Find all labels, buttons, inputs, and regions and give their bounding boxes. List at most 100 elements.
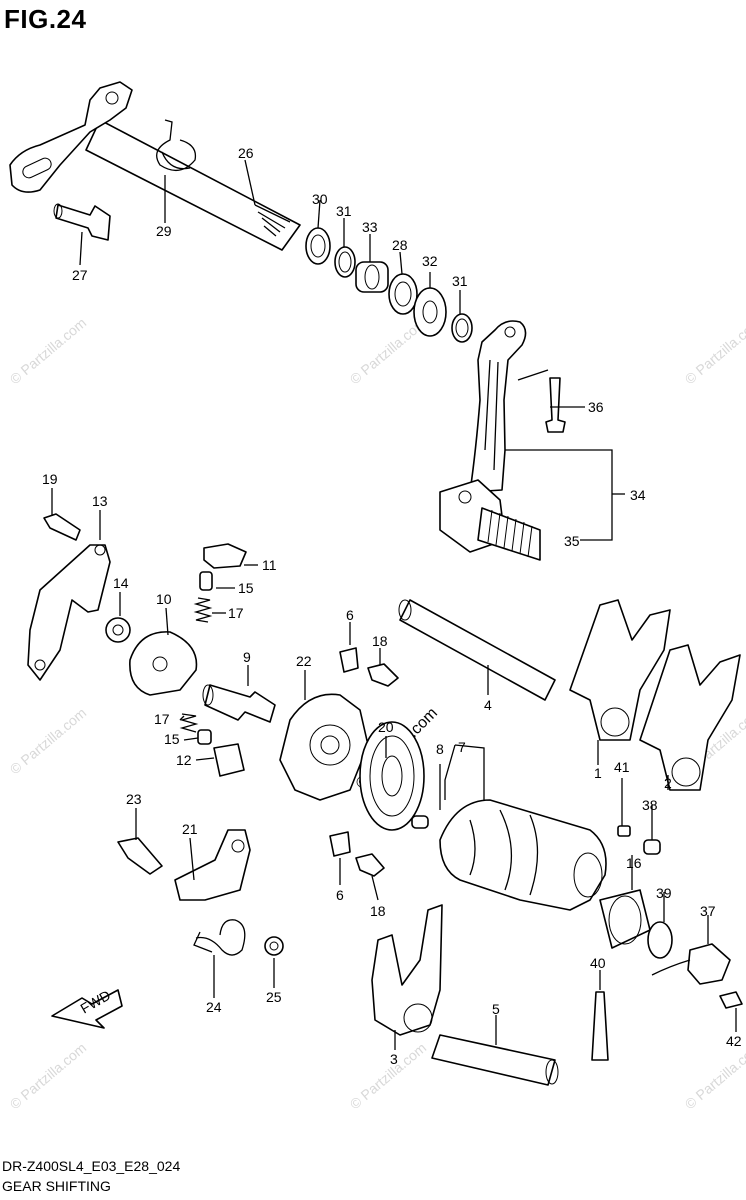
arm-stopper-bolt bbox=[55, 204, 111, 241]
callout-19: 19 bbox=[42, 471, 58, 487]
callout-39: 39 bbox=[656, 885, 672, 901]
lever-tip-rubber bbox=[477, 507, 541, 561]
screw-18a bbox=[367, 663, 399, 687]
gearshift-shaft bbox=[85, 119, 301, 251]
fwd-arrow: FWD bbox=[51, 987, 123, 1029]
callout-29: 29 bbox=[156, 223, 172, 239]
shift-fork-2 bbox=[639, 644, 741, 791]
callout-6: 6 bbox=[336, 887, 344, 903]
callout-28: 28 bbox=[392, 237, 408, 253]
shift-fork-1 bbox=[569, 599, 671, 741]
watermark: © Partzilla.com bbox=[682, 314, 746, 387]
lower-left-parts bbox=[117, 829, 284, 956]
leader-lines bbox=[51, 159, 737, 1050]
watermark: © Partzilla.com bbox=[347, 1039, 430, 1112]
circlip-31a bbox=[334, 246, 356, 278]
callout-18: 18 bbox=[372, 633, 388, 649]
callout-17: 17 bbox=[154, 711, 170, 727]
callout-7: 7 bbox=[458, 739, 466, 755]
gearshift-lever-assembly bbox=[439, 320, 566, 561]
watermark: © Partzilla.com bbox=[7, 704, 90, 777]
callout-41: 41 bbox=[614, 759, 630, 775]
bolt-23 bbox=[117, 837, 163, 875]
lever-bolt bbox=[545, 377, 566, 433]
callout-9: 9 bbox=[243, 649, 251, 665]
callout-31: 31 bbox=[336, 203, 352, 219]
collar-14 bbox=[105, 617, 131, 643]
callout-10: 10 bbox=[156, 591, 172, 607]
gearshift-shaft-assembly bbox=[9, 81, 473, 343]
pawl-12 bbox=[213, 743, 245, 777]
callout-35: 35 bbox=[564, 533, 580, 549]
callout-5: 5 bbox=[492, 1001, 500, 1017]
return-spring bbox=[156, 119, 197, 172]
callout-24: 24 bbox=[206, 999, 222, 1015]
washer-25 bbox=[264, 936, 284, 956]
callout-37: 37 bbox=[700, 903, 716, 919]
callout-15: 15 bbox=[238, 580, 254, 596]
screw-19 bbox=[43, 513, 81, 541]
callout-34: 34 bbox=[630, 487, 646, 503]
callout-labels: 1 2 3 4 5 6 6 7 8 9 10 11 12 13 14 15 15… bbox=[42, 145, 742, 1067]
callout-21: 21 bbox=[182, 821, 198, 837]
pin-41 bbox=[617, 825, 631, 837]
shift-cam-group bbox=[279, 647, 607, 911]
bolt-42 bbox=[719, 991, 743, 1009]
callout-26: 26 bbox=[238, 145, 254, 161]
fork-shaft-4 bbox=[399, 599, 556, 701]
callout-1: 1 bbox=[594, 765, 602, 781]
callout-32: 32 bbox=[422, 253, 438, 269]
callout-17: 17 bbox=[228, 605, 244, 621]
callout-20: 20 bbox=[378, 719, 394, 735]
callout-15: 15 bbox=[164, 731, 180, 747]
callout-16: 16 bbox=[626, 855, 642, 871]
watermark: © Partzilla.com bbox=[7, 1039, 90, 1112]
watermark: © Partzilla.com bbox=[682, 1039, 746, 1112]
spring-24 bbox=[193, 919, 246, 956]
washer-30 bbox=[305, 227, 331, 265]
callout-27: 27 bbox=[72, 267, 88, 283]
spring-17a bbox=[193, 597, 213, 623]
shift-fork-3 bbox=[371, 904, 443, 1036]
gear-cam-plate bbox=[279, 693, 369, 801]
callout-33: 33 bbox=[362, 219, 378, 235]
pin-38 bbox=[643, 839, 661, 855]
callout-2: 2 bbox=[664, 775, 672, 791]
gear-shifting-shaft-9 bbox=[204, 684, 276, 723]
gear-shift-cam bbox=[439, 799, 607, 911]
watermark: © Partzilla.com bbox=[7, 314, 90, 387]
callout-31: 31 bbox=[452, 273, 468, 289]
callout-22: 22 bbox=[296, 653, 312, 669]
callout-3: 3 bbox=[390, 1051, 398, 1067]
diagram-caption: GEAR SHIFTING bbox=[2, 1178, 111, 1194]
callout-25: 25 bbox=[266, 989, 282, 1005]
callout-40: 40 bbox=[590, 955, 606, 971]
model-code: DR-Z400SL4_E03_E28_024 bbox=[2, 1158, 181, 1174]
needle-bearing-33 bbox=[355, 261, 389, 293]
shift-fork-group bbox=[371, 599, 741, 1086]
callout-8: 8 bbox=[436, 741, 444, 757]
callout-42: 42 bbox=[726, 1033, 742, 1049]
callout-13: 13 bbox=[92, 493, 108, 509]
plate-6a bbox=[339, 647, 359, 673]
oil-seal-28 bbox=[388, 273, 418, 315]
circlip-31b bbox=[451, 313, 473, 343]
callout-36: 36 bbox=[588, 399, 604, 415]
callout-14: 14 bbox=[113, 575, 129, 591]
switch-37 bbox=[687, 943, 731, 985]
pin-40 bbox=[591, 991, 609, 1061]
callout-23: 23 bbox=[126, 791, 142, 807]
o-ring-39 bbox=[647, 921, 673, 959]
gear-shift-arm-21 bbox=[174, 829, 251, 901]
fork-shaft-5 bbox=[431, 1034, 556, 1086]
plate-6b bbox=[329, 831, 351, 857]
callout-30: 30 bbox=[312, 191, 328, 207]
callout-4: 4 bbox=[484, 697, 492, 713]
pin-15a bbox=[199, 571, 213, 591]
cam-stopper-group bbox=[27, 513, 276, 777]
pin-15b bbox=[197, 729, 212, 745]
gear-cam-stopper bbox=[129, 631, 198, 696]
callout-12: 12 bbox=[176, 752, 192, 768]
figure-title: FIG.24 bbox=[4, 4, 87, 34]
